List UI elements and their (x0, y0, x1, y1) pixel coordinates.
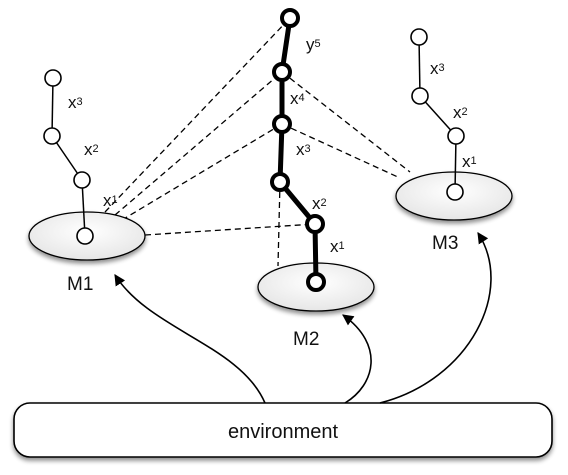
model-m1: M1 (28, 211, 146, 295)
arrow-env-to-m1 (114, 274, 266, 404)
label-m2-y5: y5 (306, 35, 321, 54)
node-m2-y5 (280, 8, 300, 28)
dashed-link-m2-x1 (277, 181, 281, 267)
label-m3-x2: x2 (453, 103, 468, 122)
label-m3-x3: x3 (430, 59, 445, 78)
node-m2-x1 (306, 272, 326, 292)
node-m1-x3 (43, 127, 61, 145)
label-m1-x1: x1 (103, 191, 118, 210)
model-m2-label: M2 (293, 329, 319, 350)
node-m3-x3 (411, 87, 429, 105)
arrow-env-to-m3 (379, 232, 492, 404)
arrow-env-to-m2 (342, 314, 372, 404)
label-m2-x4: x4 (290, 89, 305, 108)
label-m2-x1: x1 (330, 237, 345, 256)
node-m2-x4 (272, 114, 292, 134)
node-m1-x2 (73, 171, 91, 189)
node-m2-x2 (305, 214, 325, 234)
node-m1-x1 (76, 227, 94, 245)
dashed-link-m1-x3 (121, 123, 283, 221)
environment-box: environment (13, 402, 553, 458)
dashed-link-m1-x4 (114, 71, 283, 216)
node-m1-x4 (44, 69, 62, 87)
label-m1-x2: x2 (84, 140, 99, 159)
environment-label: environment (228, 421, 339, 443)
node-m3-x4 (410, 28, 428, 46)
node-m2-x3 (270, 172, 290, 192)
model-m3-label: M3 (432, 233, 458, 254)
chain-m1 (51, 77, 86, 237)
label-m2-x3: x3 (296, 140, 311, 159)
chain-m3 (418, 36, 457, 193)
node-m3-x2 (447, 127, 465, 145)
dashed-link-m3-x3 (281, 123, 401, 179)
model-m1-label: M1 (67, 274, 93, 295)
label-m3-x1: x1 (462, 152, 477, 171)
dashed-link-m1-x2 (144, 223, 316, 236)
dashed-link-m3-x4 (281, 71, 411, 173)
label-m1-x3: x3 (68, 93, 83, 112)
node-m2-x5 (272, 62, 292, 82)
label-m2-x2: x2 (312, 194, 327, 213)
node-m3-x1 (446, 183, 464, 201)
dashed-link-m1-y5 (104, 17, 291, 213)
